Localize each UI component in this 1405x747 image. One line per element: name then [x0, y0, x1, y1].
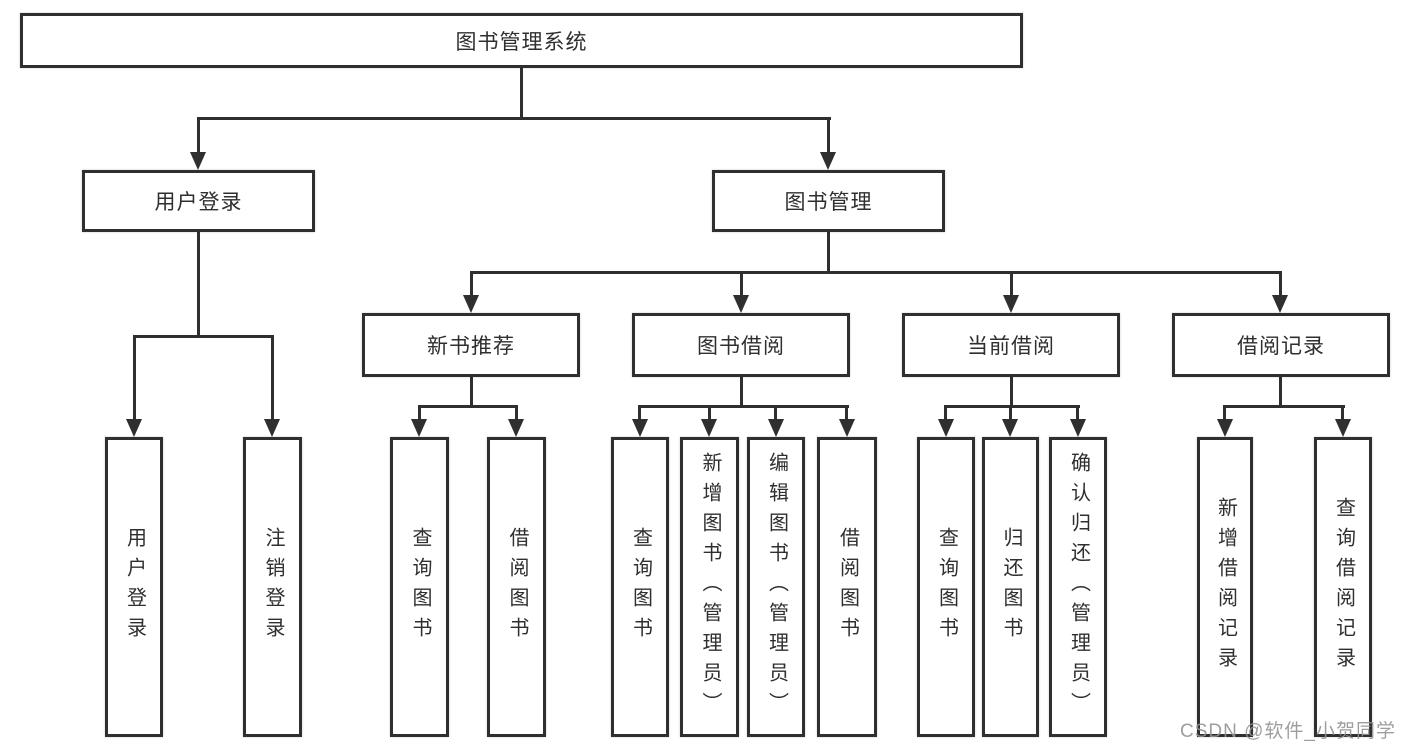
arrowhead-down-icon: [1272, 295, 1288, 313]
arrowhead-down-icon: [411, 419, 427, 437]
connector-vline: [1223, 405, 1226, 421]
leaf-label: 借阅图书: [506, 527, 528, 647]
leaf-edit-book-admin: 编辑图书（管理员）: [747, 437, 805, 737]
leaf-return-book: 归还图书: [982, 437, 1039, 737]
arrowhead-down-icon: [632, 419, 648, 437]
connector-vline: [740, 377, 743, 407]
node-root: 图书管理系统: [20, 13, 1023, 68]
connector-vline: [1279, 377, 1282, 407]
arrowhead-down-icon: [1002, 419, 1018, 437]
connector-vline: [740, 271, 743, 299]
connector-vline: [271, 335, 274, 421]
node-book-borrowing: 图书借阅: [632, 313, 850, 377]
leaf-add-borrow-record: 新增借阅记录: [1197, 437, 1253, 737]
connector-vline: [1010, 271, 1013, 299]
arrowhead-down-icon: [820, 152, 836, 170]
arrowhead-down-icon: [839, 419, 855, 437]
node-book-management: 图书管理: [712, 170, 945, 232]
arrowhead-down-icon: [508, 419, 524, 437]
arrowhead-down-icon: [126, 419, 142, 437]
connector-vline: [515, 405, 518, 421]
arrowhead-down-icon: [768, 419, 784, 437]
connector-vline: [827, 232, 830, 273]
arrowhead-down-icon: [1335, 419, 1351, 437]
leaf-label: 借阅图书: [836, 527, 859, 647]
connector-vline: [1009, 405, 1012, 421]
leaf-add-book-admin: 新增图书（管理员）: [680, 437, 739, 737]
arrowhead-down-icon: [701, 419, 717, 437]
connector-vline: [1076, 405, 1079, 421]
connector-hline: [638, 405, 849, 408]
connector-hline: [197, 117, 831, 120]
leaf-label: 编辑图书（管理员）: [765, 452, 788, 722]
connector-vline: [520, 68, 523, 120]
connector-vline: [1010, 377, 1013, 407]
leaf-label: 新增借阅记录: [1214, 497, 1237, 677]
connector-vline: [845, 405, 848, 421]
connector-vline: [197, 232, 200, 338]
connector-hline: [418, 405, 518, 408]
connector-vline: [133, 335, 136, 421]
leaf-label: 查询图书: [409, 527, 431, 647]
leaf-logout: 注销登录: [243, 437, 302, 737]
connector-vline: [470, 377, 473, 407]
leaf-confirm-return-admin: 确认归还（管理员）: [1049, 437, 1107, 737]
connector-vline: [708, 405, 711, 421]
leaf-label: 用户登录: [123, 527, 146, 647]
connector-hline: [470, 271, 1281, 274]
leaf-query-book-current: 查询图书: [917, 437, 975, 737]
leaf-label: 归还图书: [1000, 527, 1022, 647]
leaf-query-book-recommend: 查询图书: [390, 437, 449, 737]
connector-vline: [774, 405, 777, 421]
csdn-watermark: CSDN @软件_小贺同学: [1180, 721, 1396, 742]
arrowhead-down-icon: [938, 419, 954, 437]
arrowhead-down-icon: [463, 295, 479, 313]
arrowhead-down-icon: [1217, 419, 1233, 437]
leaf-borrow-book: 借阅图书: [817, 437, 877, 737]
connector-vline: [827, 117, 830, 155]
leaf-query-borrow-record: 查询借阅记录: [1314, 437, 1372, 737]
leaf-label: 查询图书: [629, 527, 652, 647]
node-borrowing-records: 借阅记录: [1172, 313, 1390, 377]
connector-vline: [1279, 271, 1282, 299]
leaf-label: 注销登录: [262, 527, 284, 647]
arrowhead-down-icon: [733, 295, 749, 313]
node-user-login: 用户登录: [82, 170, 315, 232]
connector-hline: [1223, 405, 1345, 408]
arrowhead-down-icon: [264, 419, 280, 437]
leaf-label: 新增图书（管理员）: [699, 452, 721, 722]
arrowhead-down-icon: [190, 152, 206, 170]
node-current-borrowing: 当前借阅: [902, 313, 1120, 377]
connector-vline: [418, 405, 421, 421]
leaf-borrow-book-recommend: 借阅图书: [487, 437, 546, 737]
arrowhead-down-icon: [1003, 295, 1019, 313]
arrowhead-down-icon: [1070, 419, 1086, 437]
connector-vline: [1341, 405, 1344, 421]
connector-vline: [638, 405, 641, 421]
connector-hline: [944, 405, 1080, 408]
connector-vline: [944, 405, 947, 421]
leaf-label: 查询借阅记录: [1332, 497, 1355, 677]
node-new-book-recommend: 新书推荐: [362, 313, 580, 377]
connector-vline: [197, 117, 200, 155]
connector-hline: [133, 335, 274, 338]
leaf-label: 查询图书: [935, 527, 958, 647]
leaf-user-login: 用户登录: [105, 437, 163, 737]
connector-vline: [470, 271, 473, 299]
leaf-query-book-borrowing: 查询图书: [611, 437, 669, 737]
leaf-label: 确认归还（管理员）: [1067, 452, 1090, 722]
